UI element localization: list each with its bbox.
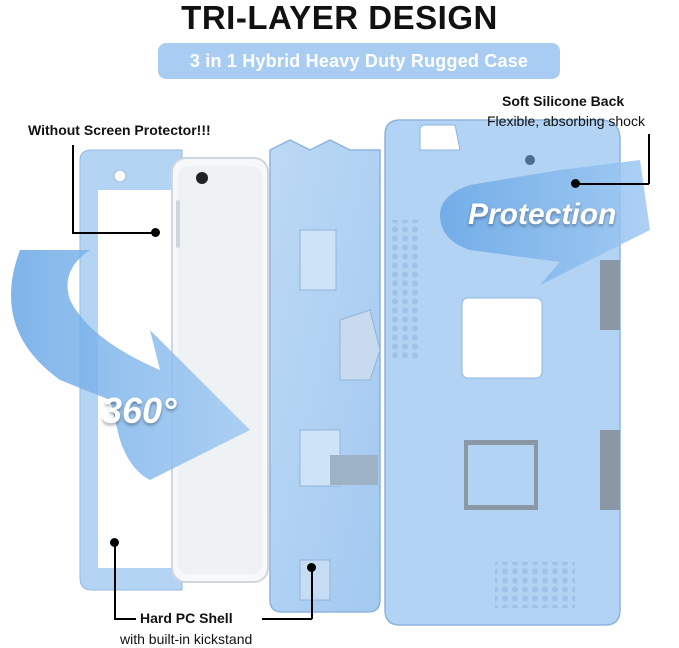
shell-callout-line-right-h xyxy=(262,618,312,620)
shell-callout-line-right-v xyxy=(311,570,313,619)
screen-callout-line-h xyxy=(72,232,152,234)
hard-pc-shell-layer xyxy=(269,139,381,613)
screen-protector-callout: Without Screen Protector!!! xyxy=(28,122,211,138)
back-callout-line-h xyxy=(578,183,649,185)
silicone-back-title: Soft Silicone Back xyxy=(502,93,625,109)
shell-callout-line-left xyxy=(114,545,116,619)
rotation-label: 360° xyxy=(102,390,177,431)
back-callout-dot xyxy=(571,179,580,188)
shell-callout-dot-right xyxy=(307,563,316,572)
shell-callout-line-bottom xyxy=(114,618,136,620)
rotation-arrow xyxy=(11,250,250,480)
subtitle-text: 3 in 1 Hybrid Heavy Duty Rugged Case xyxy=(189,50,529,71)
hard-shell-title: Hard PC Shell xyxy=(140,610,233,626)
protection-label: Protection xyxy=(468,198,617,231)
silicone-back-desc: Flexible, absorbing shock xyxy=(487,113,645,129)
protection-arrow xyxy=(440,160,650,285)
screen-callout-dot xyxy=(151,228,160,237)
back-callout-line-v xyxy=(648,134,650,184)
subtitle-pill: 3 in 1 Hybrid Heavy Duty Rugged Case xyxy=(158,43,560,79)
screen-callout-line-v xyxy=(72,145,74,233)
page-title: TRI-LAYER DESIGN xyxy=(181,0,498,36)
tablet-layer xyxy=(171,157,269,583)
shell-callout-dot-left xyxy=(110,538,119,547)
hard-shell-desc: with built-in kickstand xyxy=(120,631,253,647)
